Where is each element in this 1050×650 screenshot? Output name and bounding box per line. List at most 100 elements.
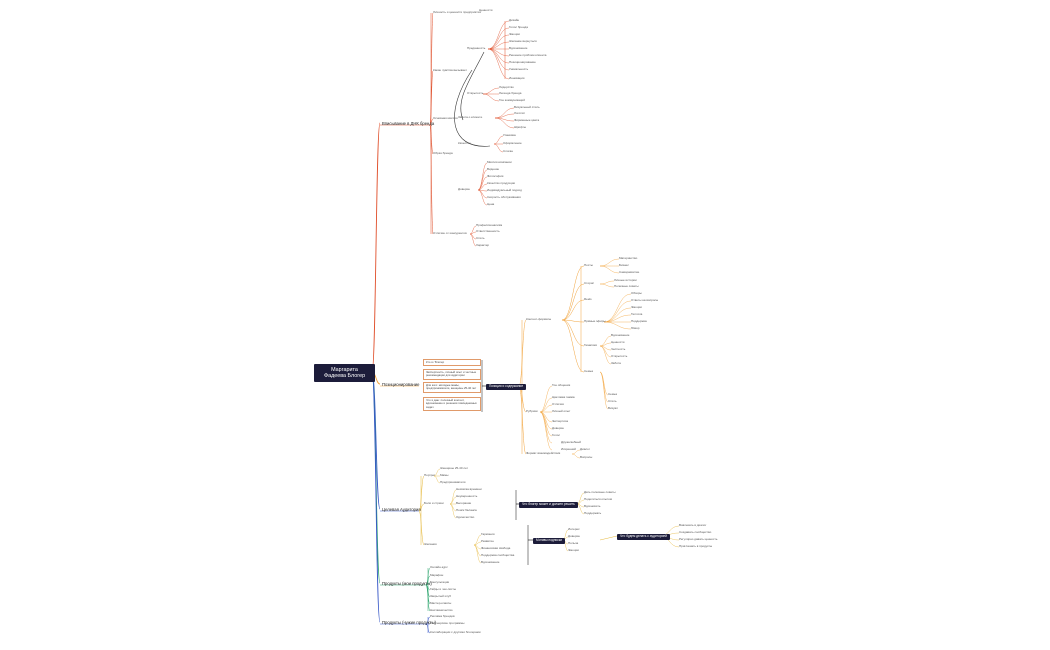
dna-sub[interactable]: Преданность	[467, 46, 486, 50]
product-other-item[interactable]: Партнерские программы	[430, 621, 465, 625]
dna-leaf[interactable]: Скорость обслуживания	[487, 195, 521, 199]
dna-leaf[interactable]: Тон коммуникаций	[499, 98, 525, 102]
aud-item[interactable]: Поиск баланса	[456, 508, 477, 512]
pos-leaf[interactable]: Отличия	[552, 402, 564, 406]
pos-leaf[interactable]: Диалог	[580, 447, 590, 451]
aud-motive[interactable]: Польза	[568, 541, 579, 545]
aud-item[interactable]: Вдохновение	[481, 560, 500, 564]
aud-motive[interactable]: Интерес	[568, 527, 580, 531]
dna-leaf[interactable]: Философия	[487, 174, 504, 178]
dna-item[interactable]: Образ бренда	[433, 151, 453, 155]
dna-sub[interactable]: Качество	[458, 141, 471, 145]
branch-products-other[interactable]: Продукты (чужие продукты)	[382, 620, 437, 625]
dna-leaf[interactable]: Вдохновение	[509, 46, 528, 50]
pos-leaf[interactable]: Стиль	[608, 399, 617, 403]
pos-leaf[interactable]: Ответы на вопросы	[631, 298, 659, 302]
dna-leaf[interactable]: Лидерство	[499, 85, 514, 89]
pos-leaf[interactable]: Теплота	[631, 312, 643, 316]
aud-solve-hub[interactable]: Что блогер может и должен решить	[519, 502, 578, 509]
dna-leaf[interactable]: Эмоции	[509, 32, 520, 36]
dna-leaf[interactable]: Шрифты	[514, 125, 527, 129]
pos-leaf[interactable]: Личный опыт	[552, 409, 571, 413]
pos-leaf[interactable]: Личные истории	[614, 278, 637, 282]
dna-leaf[interactable]: Качество продукции	[487, 181, 516, 185]
aud-action[interactable]: Вовлекать в диалог	[679, 523, 707, 527]
pos-leaf[interactable]: Reels	[584, 297, 592, 301]
dna-leaf[interactable]: Логотип	[514, 111, 525, 115]
product-mine-item[interactable]: Наставничество	[430, 608, 453, 612]
dna-sub[interactable]: Стиль	[476, 236, 485, 240]
pos-leaf[interactable]: Обзоры	[631, 291, 642, 295]
pos-leaf[interactable]: Забота	[611, 361, 621, 365]
aud-item[interactable]: Одиночество	[456, 515, 475, 519]
aud-action[interactable]: Приглашать в продукты	[679, 544, 713, 548]
pos-leaf[interactable]: Посты	[584, 263, 593, 267]
dna-sub[interactable]: Забота о клиенте	[458, 115, 483, 119]
aud-item[interactable]: Мамы	[440, 473, 449, 477]
aud-motive[interactable]: Эмоции	[568, 548, 579, 552]
dna-sub[interactable]: Открытость	[467, 91, 484, 95]
aud-solve[interactable]: Вдохновить	[584, 504, 601, 508]
dna-sub[interactable]: Доверие	[458, 187, 470, 191]
dna-sub[interactable]: Характер	[476, 243, 490, 247]
dna-leaf[interactable]: Позиционирование	[509, 60, 536, 64]
aud-item[interactable]: Финансовая свобода	[481, 546, 511, 550]
aud-item[interactable]: Портрет	[424, 473, 436, 477]
pos-leaf[interactable]: Открытость	[611, 354, 628, 358]
dna-leaf[interactable]: Голос бренда	[509, 25, 528, 29]
aud-item[interactable]: Женщины 25-40 лет	[440, 466, 469, 470]
pos-leaf[interactable]: Вопросы	[580, 455, 593, 459]
aud-action-hub[interactable]: Что будем делать с аудиторией	[617, 534, 670, 541]
root-node[interactable]: Маргарита Фадеева Блогер	[314, 364, 376, 383]
pos-leaf[interactable]: Цветовая гамма	[552, 395, 575, 399]
pos-leaf[interactable]: Сторис	[584, 281, 595, 285]
pos-leaf[interactable]: Прямые эфиры	[584, 319, 606, 323]
aud-item[interactable]: Нехватка времени	[456, 487, 482, 491]
branch-positioning[interactable]: Позиционирование	[382, 382, 420, 387]
pos-leaf[interactable]: Искренний	[561, 447, 576, 451]
product-mine-item[interactable]: Марафон	[430, 573, 444, 577]
aud-item[interactable]: Гармония	[481, 532, 495, 536]
dna-leaf[interactable]: Цена	[487, 202, 495, 206]
aud-item[interactable]: Выгорание	[456, 501, 472, 505]
dna-item[interactable]: Основная миссия	[433, 116, 458, 120]
dna-leaf[interactable]: Слоган	[503, 149, 513, 153]
aud-item[interactable]: Боли и страхи	[424, 501, 444, 505]
aud-solve[interactable]: Дать полезные советы	[584, 490, 616, 494]
aud-item[interactable]: Развитие	[481, 539, 494, 543]
aud-solve[interactable]: Поддержать	[584, 511, 602, 515]
pos-leaf[interactable]: Тон общения	[552, 383, 571, 387]
pos-leaf[interactable]: Семья	[584, 369, 594, 373]
product-mine-item[interactable]: Онлайн-курс	[430, 565, 448, 569]
pos-leaf[interactable]: Доверие	[552, 426, 564, 430]
product-other-item[interactable]: Реклама брендов	[430, 614, 455, 618]
positioning-hub[interactable]: Позиция и содержание	[486, 384, 527, 391]
product-mine-item[interactable]: Гайды и чек-листы	[430, 587, 457, 591]
aud-solve[interactable]: Поделиться опытом	[584, 497, 612, 501]
aud-action[interactable]: Создавать сообщество	[679, 530, 712, 534]
branch-audience[interactable]: Целевая Аудитория	[382, 507, 421, 512]
dna-leaf[interactable]: Инновации	[509, 76, 525, 80]
pos-leaf[interactable]: Дружелюбный	[561, 440, 581, 444]
pos-sub[interactable]: Рубрики	[526, 409, 538, 413]
aud-item[interactable]: Поддержка сообщества	[481, 553, 515, 557]
dna-leaf[interactable]: Решение проблем клиента	[509, 53, 547, 57]
aud-action[interactable]: Регулярно давать ценность	[679, 537, 718, 541]
pos-leaf[interactable]: Бизнес	[619, 263, 629, 267]
dna-leaf[interactable]: Уникальность	[509, 67, 529, 71]
aud-item[interactable]: Неуверенность	[456, 494, 478, 498]
dna-leaf[interactable]: Легенда бренда	[499, 91, 522, 95]
pos-leaf[interactable]: Материнство	[619, 256, 638, 260]
dna-leaf[interactable]: Визуальный стиль	[514, 105, 540, 109]
pos-leaf[interactable]: Тематики	[584, 343, 598, 347]
dna-leaf[interactable]: Видение	[487, 167, 500, 171]
pos-leaf[interactable]: Саморазвитие	[619, 270, 640, 274]
aud-motive[interactable]: Доверие	[568, 534, 580, 538]
product-mine-item[interactable]: Закрытый клуб	[430, 594, 452, 598]
aud-item[interactable]: Желания	[424, 542, 437, 546]
dna-item[interactable]: Отличие от конкурентов	[433, 231, 467, 235]
dna-leaf[interactable]: Миссия компании	[487, 160, 512, 164]
aud-item[interactable]: Предприниматели	[440, 480, 466, 484]
pos-sub[interactable]: Формат взаимодействия	[526, 451, 561, 455]
pos-leaf[interactable]: Юмор	[631, 326, 640, 330]
